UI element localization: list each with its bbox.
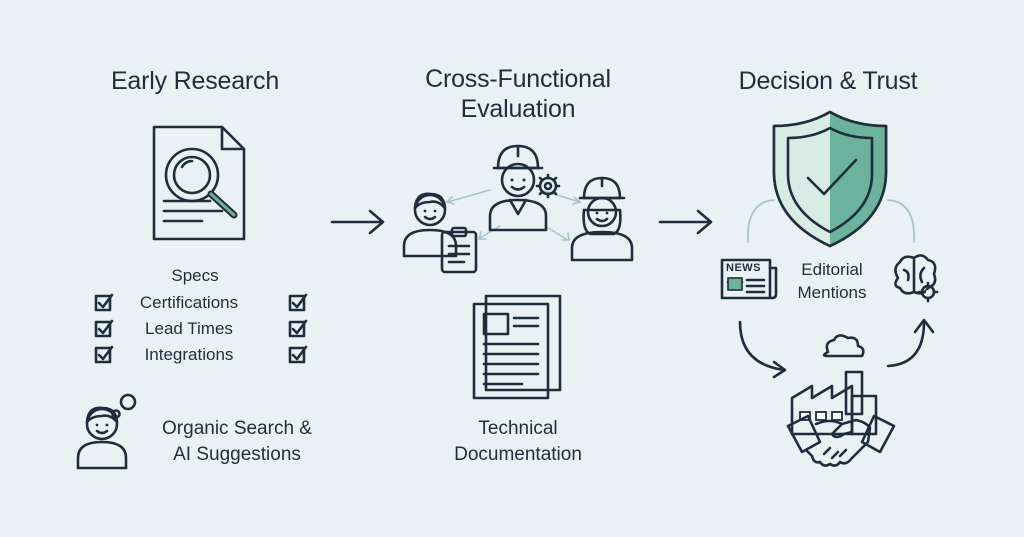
editorial-mentions-label: Editorial Mentions (797, 260, 867, 302)
checkbox-icon (288, 345, 308, 364)
engineer-with-clipboard-icon (402, 192, 478, 274)
specs-label: Specs (171, 266, 219, 285)
handshake-icon (786, 414, 896, 467)
team-connectors (445, 189, 582, 241)
arrow-right-icon (658, 209, 713, 235)
checkbox-icon (94, 293, 114, 312)
checklist: Certifications Lead Times Integrations (94, 289, 324, 367)
shield-arcs (747, 199, 915, 243)
technical-documentation-label: Technical Documentation (454, 418, 582, 465)
checklist-item: Certifications (94, 289, 324, 315)
engineer-woman-icon (570, 176, 634, 262)
cycle-arrow-down-icon (738, 320, 787, 379)
checkbox-icon (288, 293, 308, 312)
brain-gear-icon (894, 254, 939, 303)
cycle-arrow-up-icon (886, 318, 935, 368)
engineer-with-gear-icon (488, 144, 561, 232)
organic-search-label: Organic Search & AI Suggestions (162, 418, 312, 465)
news-badge: NEWS (726, 262, 761, 274)
cross-functional-title: Cross-Functional Evaluation (425, 65, 611, 123)
checklist-item: Integrations (94, 341, 324, 367)
shield-check-icon (772, 110, 888, 248)
checkbox-icon (94, 319, 114, 338)
checklist-item: Lead Times (94, 315, 324, 341)
checkbox-icon (288, 319, 308, 338)
arrow-right-icon (330, 209, 385, 235)
decision-trust-title: Decision & Trust (738, 67, 918, 95)
newspaper-icon (720, 258, 778, 300)
factory-icon (790, 334, 878, 436)
person-thinking-icon (76, 393, 137, 470)
technical-document-icon (472, 294, 562, 400)
early-research-title: Early Research (110, 67, 280, 95)
checkbox-icon (94, 345, 114, 364)
document-search-icon (152, 125, 246, 241)
